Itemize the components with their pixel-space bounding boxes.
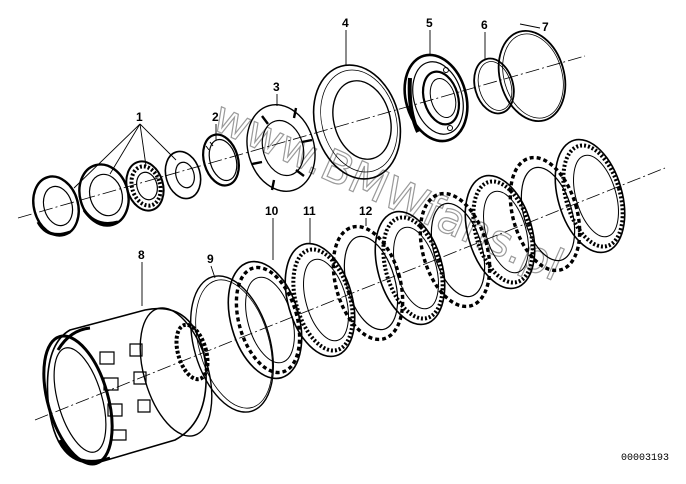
leader-9: [210, 265, 216, 279]
leader-7: [519, 23, 541, 29]
part-10-pressure-plate: [216, 253, 314, 387]
part-1-thrust-washer: [160, 147, 206, 203]
diagram-part-code: 00003193: [621, 453, 669, 464]
callout-11: 11: [303, 204, 316, 218]
callout-3: 3: [273, 80, 280, 94]
part-7-large-o-ring: [489, 23, 576, 129]
part-12-steel-plate: [321, 218, 414, 347]
part-6-o-ring: [468, 54, 520, 118]
callout-7: 7: [542, 20, 549, 34]
callout-4: 4: [342, 16, 349, 30]
part-5-piston-housing: [395, 47, 477, 148]
leader-lines: [73, 23, 541, 306]
callout-9: 9: [207, 252, 214, 266]
part-1-needle-bearing: [121, 157, 169, 215]
leader-1b: [109, 123, 141, 175]
part-9-snap-ring: [176, 266, 288, 422]
clutch-pack-plate-a: [363, 203, 456, 332]
leader-1a: [73, 123, 141, 189]
part-1-washer-inner: [72, 159, 135, 232]
callout-1: 1: [136, 110, 143, 124]
part-3-spring-plate: [237, 97, 325, 200]
callout-2: 2: [212, 110, 219, 124]
clutch-pack-plate-e: [543, 131, 636, 260]
clutch-pack-plate-b: [408, 185, 501, 314]
callout-5: 5: [426, 16, 433, 30]
clutch-pack-plate-c: [453, 167, 546, 296]
center-axes: [17, 55, 666, 421]
callout-6: 6: [481, 18, 488, 32]
callout-labels: 1 2 3 4 5 6 7 8 9 10 11 12: [136, 16, 549, 266]
leader-1c: [139, 123, 147, 167]
part-4-piston: [301, 55, 414, 190]
upper-axis-line: [17, 55, 586, 219]
clutch-pack-plate-d: [498, 149, 591, 278]
part-2-snap-ring: [197, 130, 244, 189]
part-1-washer-outer: [27, 171, 86, 241]
callout-12: 12: [359, 204, 373, 218]
part-11-friction-plate: [273, 235, 366, 364]
leader-1d: [139, 123, 177, 161]
part-1-thrust-bearing-set: [27, 147, 206, 241]
callout-10: 10: [265, 204, 279, 218]
callout-8: 8: [138, 248, 145, 262]
